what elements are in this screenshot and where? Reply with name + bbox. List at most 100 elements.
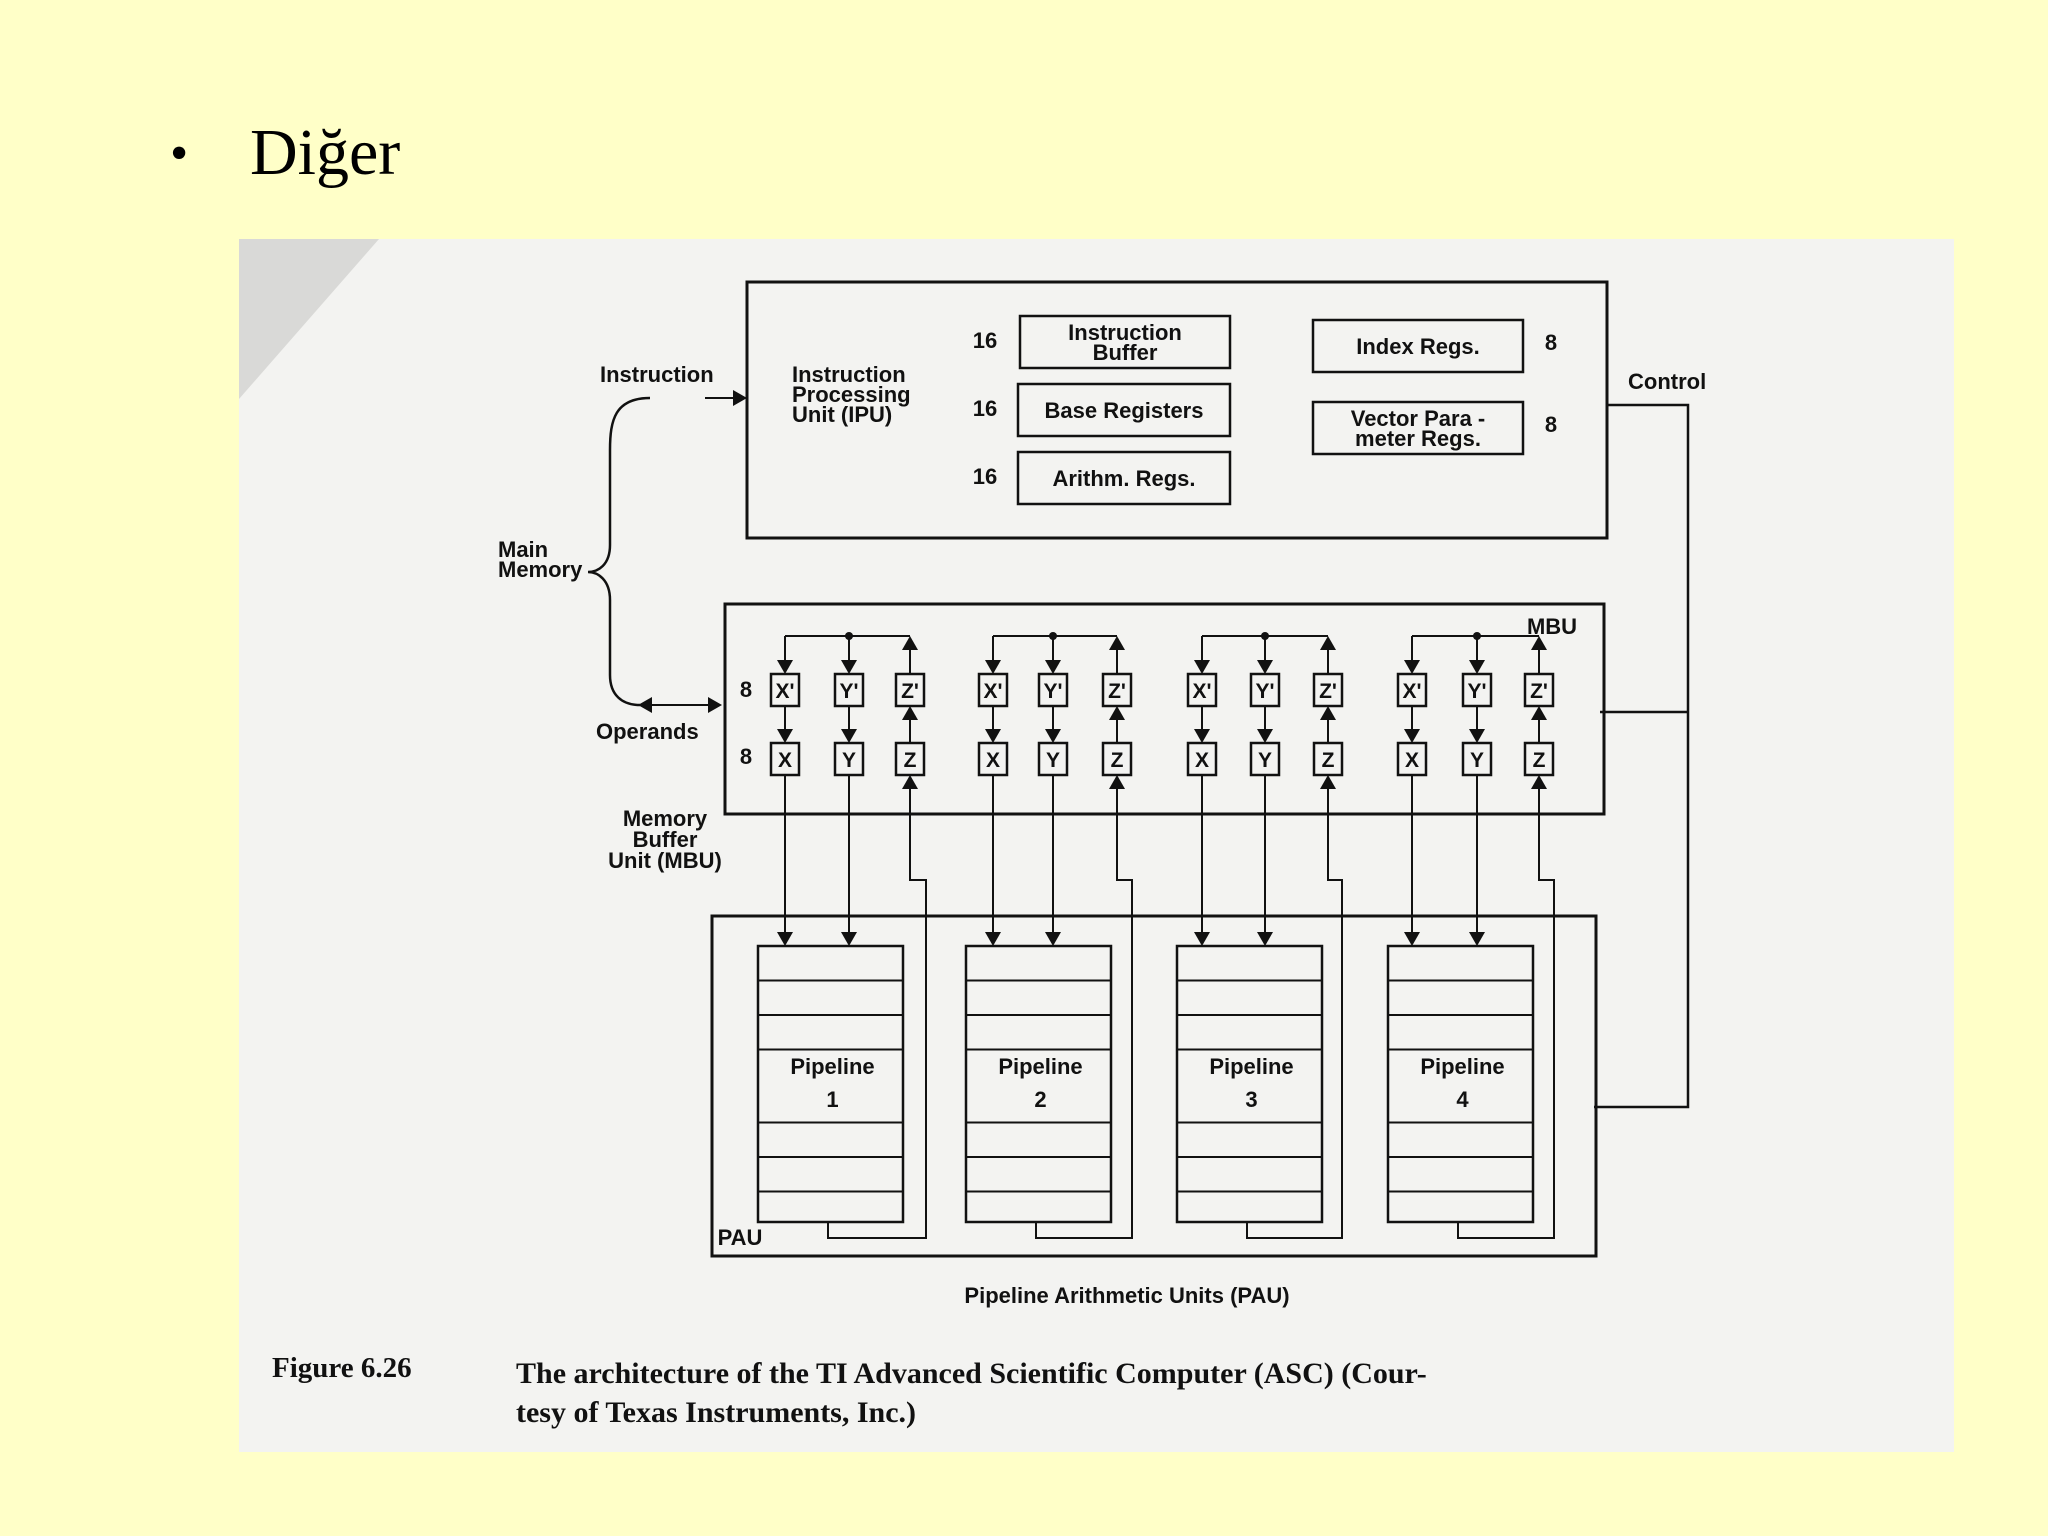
mbu-register-label: Y	[1470, 749, 1484, 772]
pipeline-feedback-line	[1457, 789, 1555, 1239]
arrowhead	[841, 660, 857, 674]
mbu-register-label: Z	[1322, 749, 1335, 772]
main-memory-brace	[587, 396, 651, 707]
ipu-label: Processing	[792, 382, 911, 407]
arrowhead	[1257, 932, 1273, 946]
register-label: Arithm. Regs.	[1052, 466, 1195, 491]
pipeline-number: 4	[1456, 1087, 1469, 1112]
arrowhead	[1469, 932, 1485, 946]
pipeline-number: 3	[1245, 1087, 1257, 1112]
mbu-register-label: Y	[1258, 749, 1272, 772]
arrowhead	[841, 729, 857, 743]
mbu-row-count: 8	[740, 744, 752, 769]
arrowhead	[1320, 706, 1336, 720]
mbu-register-label: Y'	[1255, 680, 1274, 703]
mbu-register-label: X'	[775, 680, 794, 703]
arrowhead	[902, 636, 918, 650]
arrowhead	[777, 729, 793, 743]
pipeline-number: 1	[826, 1087, 838, 1112]
pau-bottom-label: Pipeline Arithmetic Units (PAU)	[964, 1283, 1289, 1308]
ipu-register-box	[1016, 382, 1232, 438]
ipu-register-box	[1311, 400, 1525, 456]
arrowhead	[1194, 932, 1210, 946]
ipu-label: Unit (IPU)	[792, 402, 892, 427]
mbu-register-label: Y	[1046, 749, 1060, 772]
pipeline-box	[964, 944, 1113, 1224]
control-line	[1594, 403, 1690, 1109]
arrowhead	[1404, 729, 1420, 743]
register-label: Index Regs.	[1356, 334, 1479, 359]
pau-box	[710, 914, 1598, 1258]
operands-arrow	[638, 697, 652, 713]
pipeline-label: Pipeline	[998, 1054, 1082, 1079]
pipeline-label: Pipeline	[790, 1054, 874, 1079]
mbu-register-label: Z	[904, 749, 917, 772]
mbu-register-label: X	[1405, 749, 1419, 772]
arrowhead	[1469, 660, 1485, 674]
arrowhead	[1109, 775, 1125, 789]
arrowhead	[1320, 636, 1336, 650]
mbu-register-label: Y	[842, 749, 856, 772]
arrowhead	[1404, 932, 1420, 946]
arrowhead	[1531, 636, 1547, 650]
mbu-register-label: Y'	[1043, 680, 1062, 703]
figure-caption-line: The architecture of the TI Advanced Scie…	[516, 1357, 1427, 1390]
arrowhead	[777, 660, 793, 674]
arrowhead	[1194, 729, 1210, 743]
mbu-register-label: Z	[1111, 749, 1124, 772]
pipeline-feedback-line	[1035, 789, 1133, 1239]
mbu-register-label: Z	[1533, 749, 1546, 772]
register-label: Buffer	[1093, 340, 1158, 365]
figure-number: Figure 6.26	[272, 1352, 412, 1384]
mbu-name-label: Memory	[623, 806, 708, 831]
arrowhead	[1257, 660, 1273, 674]
pipeline-box	[1386, 944, 1535, 1224]
mbu-register-label: Y'	[1467, 680, 1486, 703]
ipu-register-box	[1016, 450, 1232, 506]
mbu-box	[723, 602, 1606, 816]
mbu-register-label: Z'	[1319, 680, 1337, 703]
ipu-register-box	[1311, 318, 1525, 374]
arrowhead	[1531, 706, 1547, 720]
ipu-box	[745, 280, 1609, 540]
instruction-arrow	[733, 390, 747, 406]
register-count: 16	[973, 328, 997, 353]
arrowhead	[1045, 729, 1061, 743]
mbu-register-label: Z'	[1530, 680, 1548, 703]
bullet-item: • Diğer	[170, 115, 400, 191]
register-count: 8	[1545, 330, 1557, 355]
register-label: Base Registers	[1045, 398, 1204, 423]
mbu-register-label: X'	[1192, 680, 1211, 703]
mbu-register-label: Z'	[901, 680, 919, 703]
pipeline-feedback-line	[1246, 789, 1343, 1239]
register-label: Instruction	[1068, 320, 1182, 345]
register-label: Vector Para -	[1351, 406, 1486, 431]
mbu-row-count: 8	[740, 677, 752, 702]
operands-label: Operands	[596, 719, 699, 744]
page-curl-shadow	[239, 239, 379, 399]
arrowhead	[985, 729, 1001, 743]
arrowhead	[1320, 775, 1336, 789]
mbu-register-label: X'	[983, 680, 1002, 703]
operands-arrow	[708, 697, 722, 713]
mbu-register-label: X	[1195, 749, 1209, 772]
arrowhead	[841, 932, 857, 946]
pipeline-box	[756, 944, 905, 1224]
register-count: 16	[973, 396, 997, 421]
arrowhead	[1109, 706, 1125, 720]
arrowhead	[902, 706, 918, 720]
arrowhead	[1109, 636, 1125, 650]
mbu-register-label: X'	[1402, 680, 1421, 703]
mbu-register-label: X	[778, 749, 792, 772]
arrowhead	[1469, 729, 1485, 743]
arrowhead	[985, 660, 1001, 674]
register-label: meter Regs.	[1355, 426, 1481, 451]
mbu-tag: MBU	[1527, 614, 1577, 639]
slide-bullet-text: Diğer	[250, 116, 401, 189]
arrowhead	[902, 775, 918, 789]
main-memory-label: Main	[498, 537, 548, 562]
main-memory-label: Memory	[498, 557, 583, 582]
mbu-name-label: Buffer	[633, 827, 698, 852]
